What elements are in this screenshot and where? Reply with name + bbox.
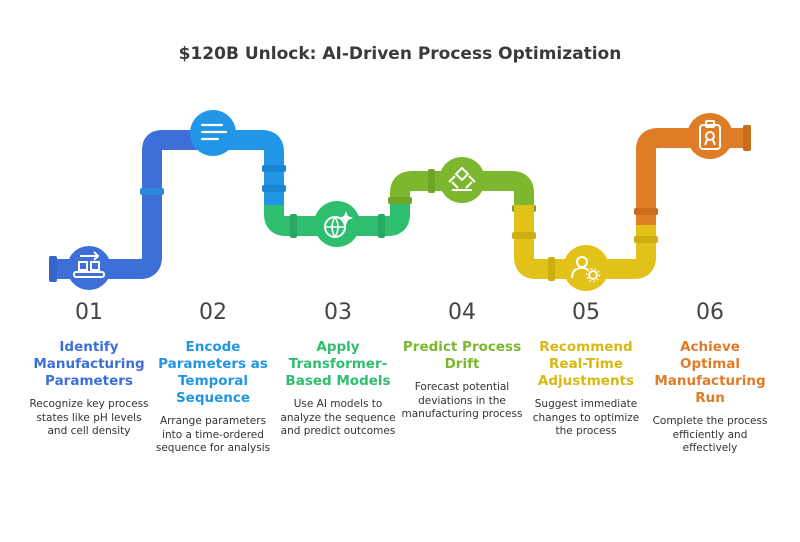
step-heading: Predict Process Drift — [402, 339, 522, 372]
step-number: 05 — [572, 300, 600, 325]
step-description: Forecast potential deviations in the man… — [401, 381, 523, 420]
step-2: 02 Encode Parameters as Temporal Sequenc… — [152, 300, 274, 456]
step-heading: Recommend Real-Time Adjustments — [537, 339, 635, 389]
step-description: Complete the process efficiently and eff… — [652, 415, 768, 454]
step-description: Suggest immediate changes to optimize th… — [532, 398, 640, 437]
step-description: Recognize key process states like pH lev… — [29, 398, 149, 437]
step-number: 04 — [448, 300, 476, 325]
step-number: 03 — [324, 300, 352, 325]
step-3: 03 Apply Transformer-Based Models Use AI… — [277, 300, 399, 439]
diagram-title: $120B Unlock: AI-Driven Process Optimiza… — [178, 44, 622, 64]
drift-arrows-icon — [439, 157, 485, 203]
step-description: Arrange parameters into a time-ordered s… — [155, 415, 271, 454]
step-6: 06 Achieve Optimal Manufacturing Run Com… — [649, 300, 771, 456]
step-number: 01 — [75, 300, 103, 325]
user-gear-icon — [563, 245, 609, 291]
step-4: 04 Predict Process Drift Forecast potent… — [401, 300, 523, 422]
step-heading: Apply Transformer-Based Models — [285, 339, 391, 389]
step-1: 01 Identify Manufacturing Parameters Rec… — [28, 300, 150, 439]
pipe-segment-2 — [205, 130, 286, 210]
step-heading: Achieve Optimal Manufacturing Run — [654, 339, 766, 406]
step-number: 06 — [696, 300, 724, 325]
list-lines-icon — [190, 110, 236, 156]
step-heading: Identify Manufacturing Parameters — [33, 339, 145, 389]
clipboard-badge-icon — [687, 113, 733, 159]
step-heading: Encode Parameters as Temporal Sequence — [158, 339, 268, 406]
ai-globe-icon — [314, 201, 360, 247]
conveyor-icon — [67, 246, 111, 290]
step-number: 02 — [199, 300, 227, 325]
step-description: Use AI models to analyze the sequence an… — [280, 398, 396, 437]
step-5: 05 Recommend Real-Time Adjustments Sugge… — [525, 300, 647, 439]
